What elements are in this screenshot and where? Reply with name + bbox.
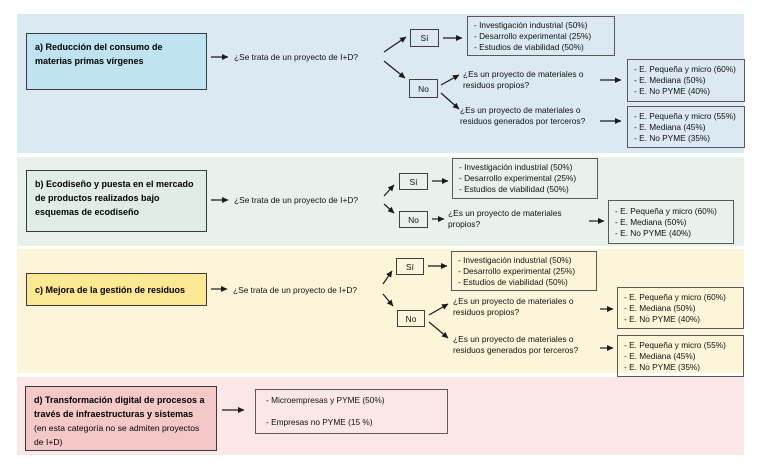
section-a-main-question: ¿Se trata de un proyecto de I+D?	[234, 52, 359, 62]
section-a-no-result-1-box: - E. Pequeña y micro (60%) - E. Mediana …	[627, 59, 745, 102]
section-a-no-question-2: ¿Es un proyecto de materiales o residuos…	[460, 105, 586, 126]
section-c-yes-box: Sí	[396, 258, 424, 275]
section-b-yes-result-box: - Investigación industrial (50%) - Desar…	[452, 158, 598, 199]
section-a-no-result-2-box: - E. Pequeña y micro (55%) - E. Mediana …	[627, 106, 745, 148]
section-a-yes-box: Sí	[410, 29, 439, 47]
section-d-title-box: d) Transformación digital de procesos a …	[25, 386, 217, 451]
section-c-no-question-1: ¿Es un proyecto de materiales o residuos…	[453, 296, 574, 317]
section-b-yes-box: Sí	[399, 173, 428, 190]
section-b-main-question: ¿Se trata de un proyecto de I+D?	[234, 195, 359, 205]
section-b-no-result-1-box: - E. Pequeña y micro (60%) - E. Mediana …	[608, 200, 734, 244]
section-b-title-box: b) Ecodiseño y puesta en el mercado de p…	[26, 170, 207, 232]
section-b-no-box: No	[399, 211, 428, 228]
section-c-no-question-2: ¿Es un proyecto de materiales o residuos…	[453, 334, 579, 355]
section-a-title-box: a) Reducción del consumo de materias pri…	[26, 33, 207, 90]
section-c-yes-result-box: - Investigación industrial (50%) - Desar…	[451, 251, 597, 291]
section-c-band	[17, 249, 744, 373]
section-d-title-bold: d) Transformación digital de procesos a …	[34, 395, 205, 419]
section-d-title-note: (en esta categoría no se admiten proyect…	[34, 423, 200, 447]
section-b-no-question-1: ¿Es un proyecto de materiales propios?	[448, 208, 562, 229]
section-c-no-box: No	[397, 310, 425, 327]
section-d-result-box: - Microempresas y PYME (50%) - Empresas …	[255, 389, 448, 434]
section-a-no-box: No	[409, 79, 438, 98]
section-a-yes-result-box: - Investigación industrial (50%) - Desar…	[467, 16, 615, 56]
section-a-no-question-1: ¿Es un proyecto de materiales o residuos…	[463, 69, 584, 90]
section-c-title-box: c) Mejora de la gestión de residuos	[26, 273, 207, 306]
section-c-no-result-2-box: - E. Pequeña y micro (55%) - E. Mediana …	[617, 335, 744, 377]
section-c-main-question: ¿Se trata de un proyecto de I+D?	[233, 285, 358, 295]
section-c-no-result-1-box: - E. Pequeña y micro (60%) - E. Mediana …	[617, 287, 744, 329]
